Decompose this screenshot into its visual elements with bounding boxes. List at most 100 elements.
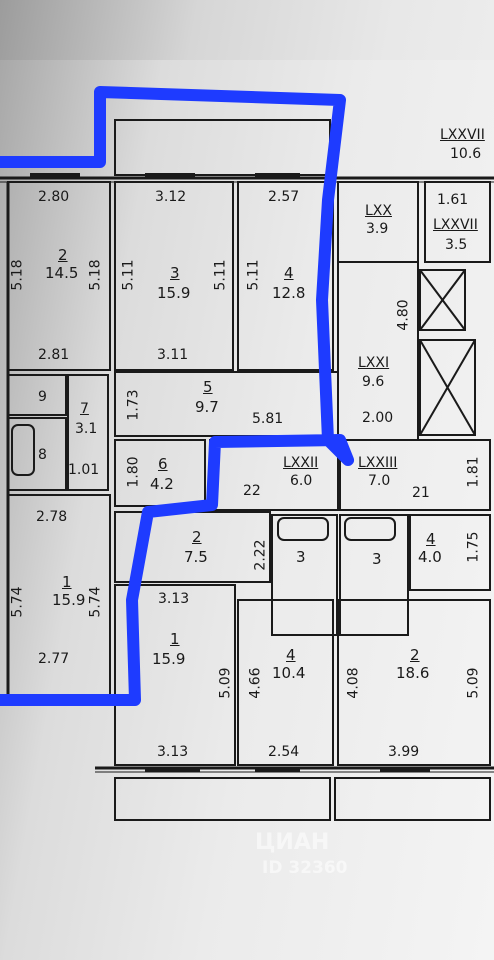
room-1b-area: 15.9: [152, 650, 186, 668]
dim-2-00: 2.00: [362, 410, 394, 426]
lxxiii-roman: LXXIII: [358, 455, 398, 471]
dim-2-22: 2.22: [252, 539, 269, 571]
room-2-number: 2: [58, 246, 68, 264]
dim-21: 21: [412, 485, 430, 501]
room-5-area: 9.7: [195, 398, 219, 416]
dim-1-80: 1.80: [125, 456, 142, 488]
lxxvii-roman: LXXVII: [440, 127, 485, 143]
dim-4-80: 4.80: [395, 299, 412, 331]
dim-3-99: 3.99: [388, 744, 420, 760]
apartment-highlight-outline: [0, 86, 354, 706]
lxxviii-outline: [424, 181, 491, 263]
dim-5-81: 5.81: [252, 411, 284, 427]
dim-5-11-c: 5.11: [245, 259, 262, 291]
room-3-area: 15.9: [157, 284, 191, 302]
watermark-logo: ЦИАН: [255, 830, 330, 855]
dim-2-81: 2.81: [38, 347, 70, 363]
room-4-number: 4: [284, 264, 294, 282]
room-9-number: 9: [38, 389, 47, 405]
dim-1-61: 1.61: [437, 192, 469, 208]
dim-3-12: 3.12: [155, 189, 187, 205]
dim-2-54: 2.54: [268, 744, 300, 760]
room-5-number: 5: [203, 378, 213, 396]
room-7-area: 3.1: [75, 421, 98, 437]
lxxiii-outline: [339, 439, 491, 511]
dim-3-11: 3.11: [157, 347, 189, 363]
room-8-number: 8: [38, 447, 47, 463]
dim-1-73: 1.73: [125, 389, 142, 421]
lxxii-outline: [209, 439, 339, 511]
dim-2-80: 2.80: [38, 189, 70, 205]
bath-3b-number: 3: [372, 550, 382, 568]
dim-5-74-left: 5.74: [9, 586, 26, 618]
room-6-number: 6: [158, 455, 168, 473]
dim-4-08: 4.08: [345, 667, 362, 699]
lxx-area: 3.9: [366, 221, 389, 237]
room-4c-area: 10.4: [272, 664, 306, 682]
room-5-outline: [114, 371, 339, 437]
room-3-outline: [114, 181, 234, 371]
room-1a-area: 15.9: [52, 591, 86, 609]
room-6-area: 4.2: [150, 475, 174, 493]
room-2b-number: 2: [410, 646, 420, 664]
bath-3a-outline: [271, 514, 338, 636]
lxxii-roman: LXXII: [283, 455, 319, 471]
watermark-id: ID 32360: [262, 858, 348, 878]
bottom-balcony-left: [114, 777, 331, 821]
shaft-1: [419, 269, 466, 331]
lxxviii-area: 3.5: [445, 237, 468, 253]
room-1b-outline: [114, 584, 236, 766]
dim-22: 22: [243, 483, 261, 499]
room-4c-number: 4: [286, 646, 296, 664]
hall-2-area: 7.5: [184, 548, 208, 566]
dim-5-09-b: 5.09: [465, 667, 482, 699]
dim-5-09-a: 5.09: [217, 667, 234, 699]
dim-2-78: 2.78: [36, 509, 68, 525]
room-3-number: 3: [170, 264, 180, 282]
lxxiii-area: 7.0: [368, 473, 391, 489]
dim-5-18-left: 5.18: [9, 259, 26, 291]
room-7-outline: [67, 374, 109, 491]
dim-4-66: 4.66: [247, 667, 264, 699]
dim-5-11-a: 5.11: [120, 259, 137, 291]
dim-5-11-b: 5.11: [212, 259, 229, 291]
dim-1-75: 1.75: [465, 531, 482, 563]
shaft-2: [419, 339, 476, 436]
dim-1-81: 1.81: [465, 456, 482, 488]
room-8-outline: [7, 417, 67, 491]
bottom-balcony-right: [334, 777, 491, 821]
dim-1-01: 1.01: [68, 462, 100, 478]
lxxi-roman: LXXI: [358, 355, 390, 371]
bath-3a-number: 3: [296, 548, 306, 566]
dim-3-13-top: 3.13: [158, 591, 190, 607]
room-4c-outline: [237, 599, 334, 766]
hall-2-number: 2: [192, 528, 202, 546]
room-4b-outline: [409, 514, 491, 591]
room-2-outline: [7, 181, 111, 371]
lxxi-area: 9.6: [362, 374, 385, 390]
lxxvii-area: 10.6: [450, 146, 482, 162]
bathtub-left: [11, 424, 35, 476]
room-4b-area: 4.0: [418, 548, 442, 566]
dim-2-57: 2.57: [268, 189, 300, 205]
room-4-outline: [237, 181, 334, 371]
dim-5-74-right: 5.74: [87, 586, 104, 618]
room-2-area: 14.5: [45, 264, 79, 282]
lxxii-area: 6.0: [290, 473, 313, 489]
room-1b-number: 1: [170, 630, 180, 648]
room-2b-area: 18.6: [396, 664, 430, 682]
room-1a-number: 1: [62, 573, 72, 591]
room-7-number: 7: [80, 401, 89, 417]
top-balcony: [114, 119, 331, 176]
dim-3-13-bottom: 3.13: [157, 744, 189, 760]
dim-5-18-right: 5.18: [87, 259, 104, 291]
room-9-outline: [7, 374, 67, 416]
lxx-roman: LXX: [365, 203, 392, 219]
bath-3b-outline: [339, 514, 409, 636]
room-4b-number: 4: [426, 530, 436, 548]
room-4-area: 12.8: [272, 284, 306, 302]
dim-2-77: 2.77: [38, 651, 70, 667]
room-2b-outline: [337, 599, 491, 766]
lxxviii-roman: LXXVII: [433, 217, 478, 233]
